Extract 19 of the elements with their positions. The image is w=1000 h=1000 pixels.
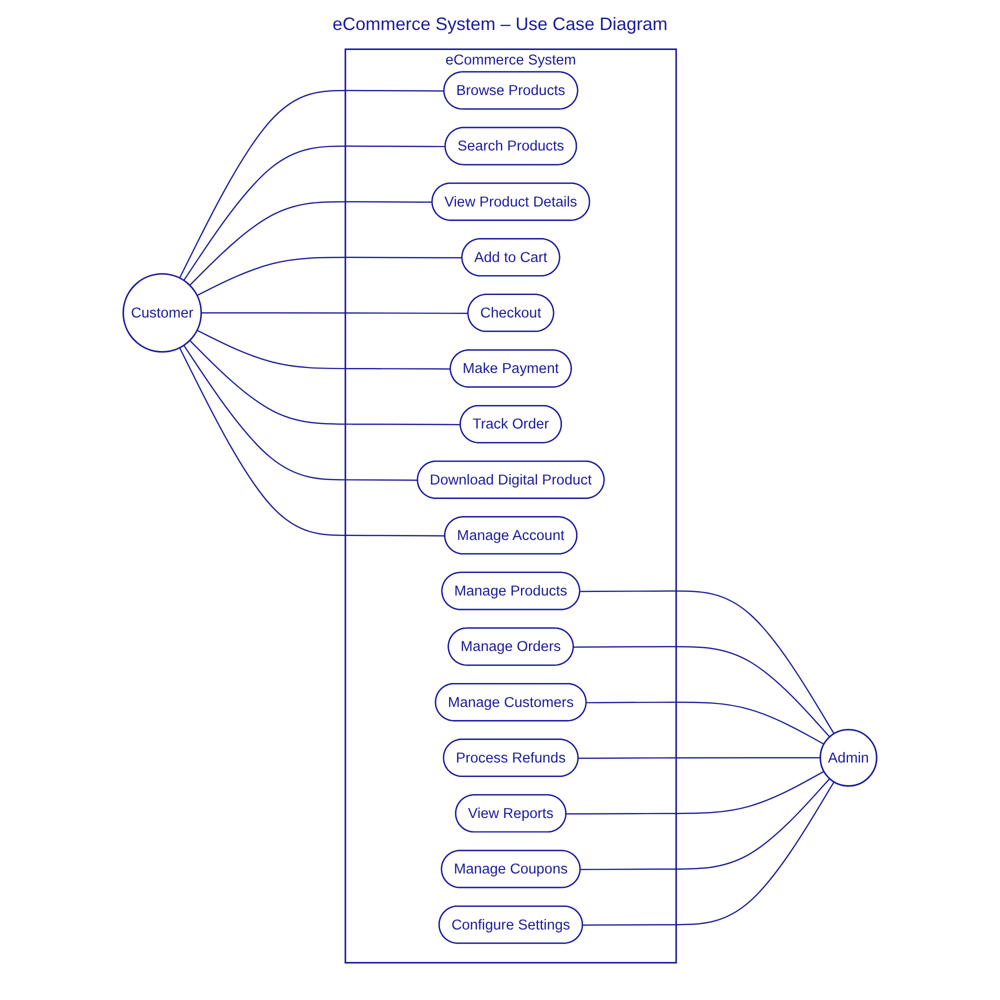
connector [574,646,830,738]
connector [586,702,824,745]
connector [566,770,824,815]
connector [580,778,830,870]
connector [580,590,835,734]
connector [189,201,433,286]
connector [179,90,444,278]
node-circle: Customer [122,273,202,353]
connector [196,256,462,296]
connector [189,340,461,426]
diagram-title: eCommerce System – Use Case Diagram [331,14,669,35]
connector [578,757,820,759]
connector [183,344,418,481]
connector [196,330,451,370]
node-circle: Admin [820,728,878,787]
connector [183,146,446,281]
connector [582,782,835,926]
connector [201,312,469,314]
connector [179,347,446,536]
